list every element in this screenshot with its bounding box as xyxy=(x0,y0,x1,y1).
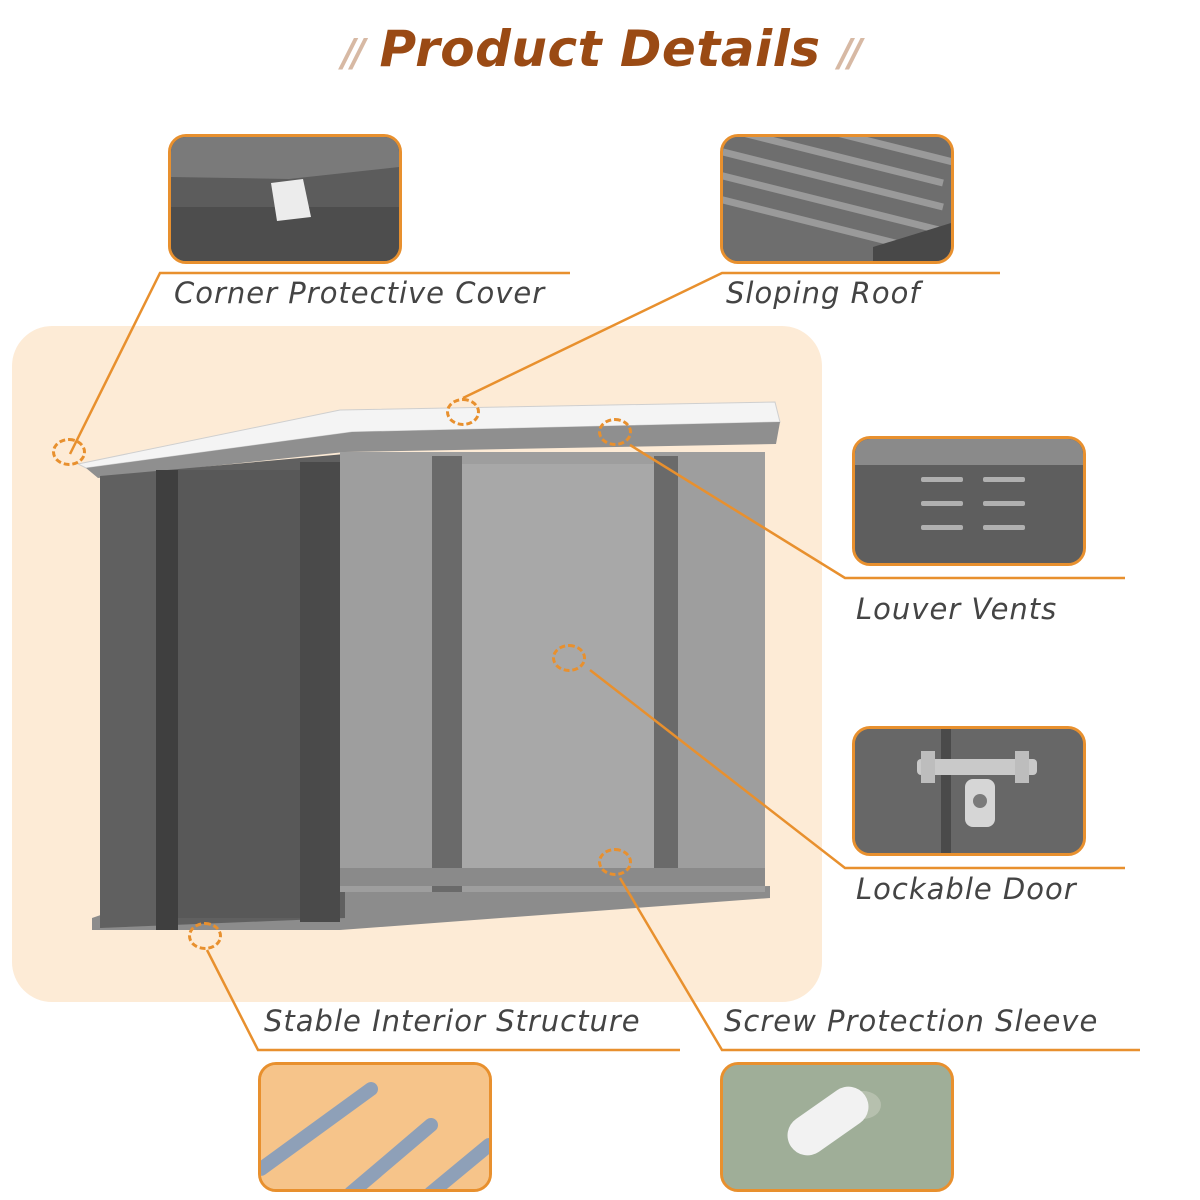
lockable-door-image xyxy=(855,729,1083,853)
shed-front-post-right xyxy=(654,456,678,886)
thumbnail-stable-interior xyxy=(258,1062,492,1192)
louver-vents-image xyxy=(855,439,1083,563)
title-text: Product Details xyxy=(379,20,821,78)
hotspot-corner-cover[interactable] xyxy=(52,438,86,466)
screw-sleeve-image xyxy=(723,1065,951,1189)
label-louver-vents: Louver Vents xyxy=(856,592,1058,626)
title-left-decoration: // xyxy=(341,31,366,75)
label-stable-interior: Stable Interior Structure xyxy=(264,1004,641,1038)
shed-bottom-rail xyxy=(340,868,765,886)
hotspot-lockable-door[interactable] xyxy=(552,644,586,672)
shed-side-door xyxy=(176,470,304,918)
thumbnail-sloping-roof xyxy=(720,134,954,264)
title-right-decoration: // xyxy=(838,31,862,75)
thumbnail-lockable-door xyxy=(852,726,1086,856)
thumbnail-louver-vents xyxy=(852,436,1086,566)
thumbnail-corner-cover xyxy=(168,134,402,264)
label-lockable-door: Lockable Door xyxy=(856,872,1077,906)
hotspot-sloping-roof[interactable] xyxy=(446,398,480,426)
label-sloping-roof: Sloping Roof xyxy=(726,276,921,310)
shed-side-post-right xyxy=(300,462,340,922)
stable-interior-image xyxy=(261,1065,489,1189)
hotspot-louver-vents[interactable] xyxy=(598,418,632,446)
shed-side-post-left xyxy=(156,470,178,930)
shed-front-door xyxy=(460,464,656,884)
sloping-roof-image xyxy=(723,137,951,261)
hotspot-screw-sleeve[interactable] xyxy=(598,848,632,876)
label-screw-sleeve: Screw Protection Sleeve xyxy=(724,1004,1099,1038)
page-title: // Product Details // xyxy=(0,20,1200,78)
label-corner-cover: Corner Protective Cover xyxy=(174,276,546,310)
corner-cover-image xyxy=(171,137,399,261)
hotspot-stable-interior[interactable] xyxy=(188,922,222,950)
thumbnail-screw-sleeve xyxy=(720,1062,954,1192)
shed-front-post-center xyxy=(432,456,462,892)
